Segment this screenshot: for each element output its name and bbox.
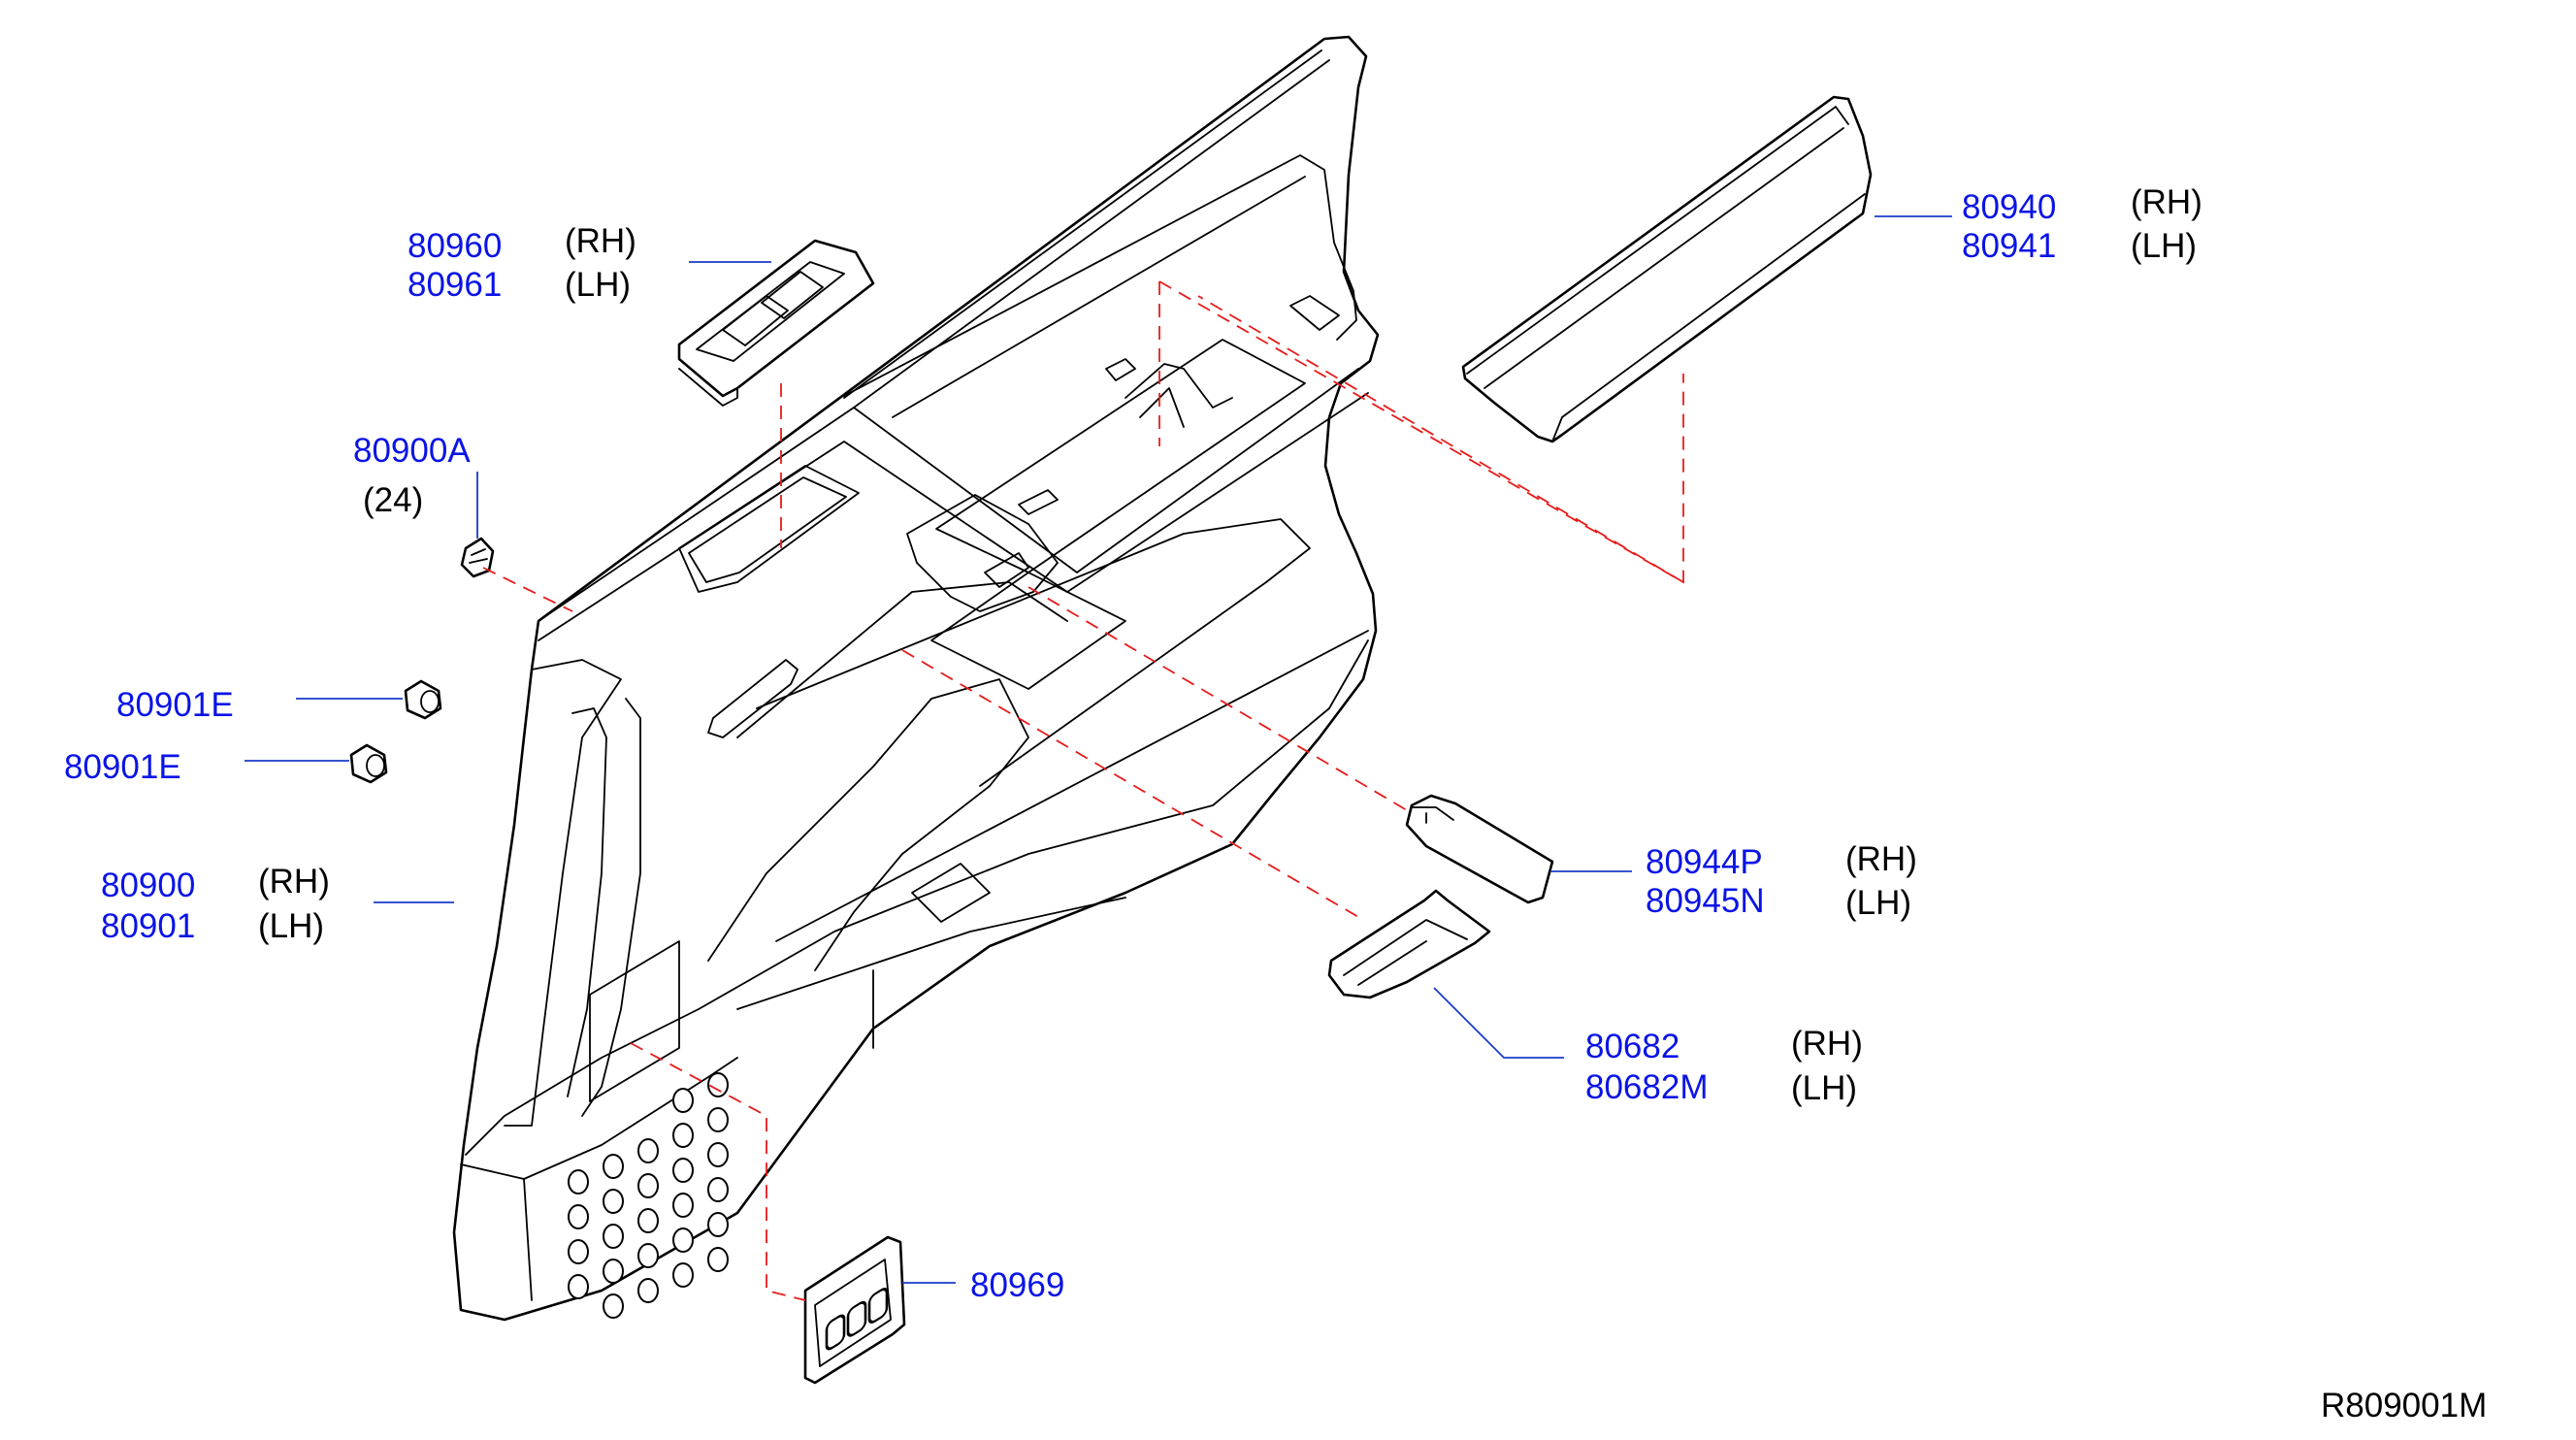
diagram-reference-code: R809001M: [2321, 1387, 2487, 1424]
part-number: 80901E: [116, 686, 234, 724]
label-80900a: 80900A (24): [353, 432, 471, 519]
label-80960-80961: 80960 80961 (RH) (LH): [408, 222, 636, 304]
side-indicator: (LH): [1845, 884, 1911, 922]
label-80940-80941: 80940 80941 (RH) (LH): [1962, 183, 2202, 265]
quantity-text: (24): [363, 481, 423, 519]
armrest-pad: [1461, 95, 1873, 443]
side-indicator: (RH): [565, 222, 636, 260]
clip-80901e-lower: [349, 743, 388, 784]
part-number: 80682: [1585, 1028, 1679, 1065]
label-80901e-upper: 80901E: [116, 686, 234, 724]
side-indicator: (RH): [1845, 840, 1917, 878]
label-80682-80682m: 80682 80682M (RH) (LH): [1585, 1025, 1863, 1107]
part-number: 80900A: [353, 432, 471, 470]
assembly-dashed-lines: [482, 280, 1684, 1301]
side-indicator: (RH): [258, 863, 330, 900]
part-number: 80969: [970, 1266, 1064, 1304]
clip-80901e-upper: [404, 679, 442, 720]
label-80944p-80945n: 80944P 80945N (RH) (LH): [1646, 840, 1917, 922]
label-80901e-lower: 80901E: [64, 748, 181, 786]
pull-handle-cover: [1405, 794, 1554, 904]
side-indicator: (LH): [258, 907, 324, 945]
side-indicator: (LH): [1791, 1069, 1857, 1107]
grip-handle: [1327, 889, 1491, 999]
side-indicator: (RH): [2131, 183, 2202, 221]
door-trim-panel: [452, 35, 1380, 1322]
part-number: 80940: [1962, 188, 2056, 226]
part-number: 80901E: [64, 748, 181, 786]
label-80969: 80969: [970, 1266, 1064, 1304]
side-indicator: (RH): [1791, 1025, 1863, 1063]
part-number: 80945N: [1646, 882, 1765, 920]
part-number: 80901: [101, 907, 195, 945]
side-indicator: (LH): [565, 266, 631, 304]
part-number: 80944P: [1646, 843, 1763, 881]
side-indicator: (LH): [2131, 227, 2197, 265]
part-number: 80682M: [1585, 1068, 1708, 1106]
leader-lines: [245, 215, 1952, 1284]
part-number: 80960: [408, 227, 502, 265]
part-number: 80941: [1962, 227, 2056, 265]
switch-plate: [803, 1235, 906, 1385]
part-number: 80961: [408, 266, 502, 304]
perforated-speaker-grille: [568, 1072, 729, 1319]
window-switch-finisher: [677, 239, 875, 407]
label-80900-80901: 80900 80901 (RH) (LH): [101, 863, 330, 945]
part-number: 80900: [101, 867, 195, 904]
